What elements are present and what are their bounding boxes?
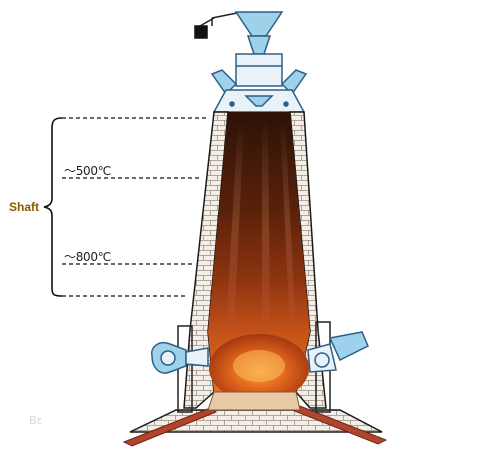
throat-housing (235, 53, 283, 87)
large-bell (244, 95, 274, 107)
watermark: Bε (29, 414, 43, 427)
level-lines (62, 117, 208, 297)
hearth (122, 391, 388, 447)
temperature-800-label: ～800℃ (64, 250, 111, 264)
tuyere-right (307, 321, 369, 413)
temperature-500-label: ～500℃ (64, 164, 111, 178)
shaft-bracket (43, 117, 63, 297)
tap-channel-left (122, 407, 218, 447)
bell-top (246, 35, 272, 55)
shaft-label: Shaft (9, 200, 39, 214)
counterweight (194, 25, 208, 39)
charging-gear (194, 11, 308, 113)
furnace-charge (208, 112, 310, 402)
receiving-hopper (234, 11, 284, 37)
tuyere-left (151, 325, 209, 413)
